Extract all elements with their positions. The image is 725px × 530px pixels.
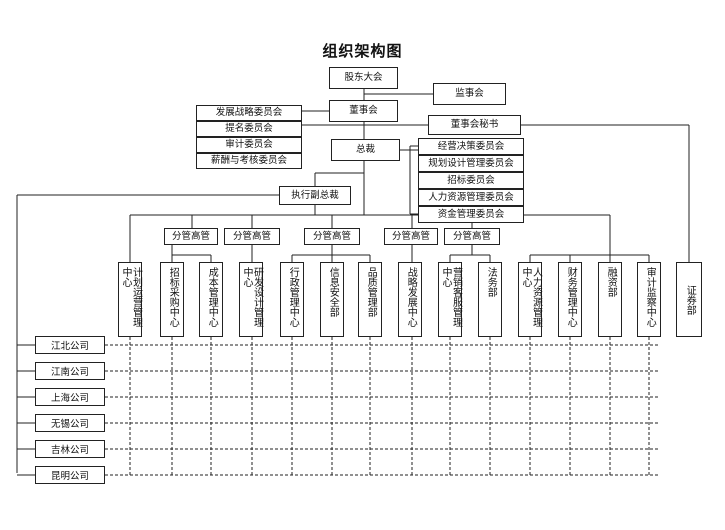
vp-group-box: 分管高管 bbox=[384, 228, 438, 245]
department-box: 品质管理部 bbox=[358, 262, 382, 337]
department-box: 人力资源管理中心 bbox=[518, 262, 542, 337]
subsidiary-box: 上海公司 bbox=[35, 388, 105, 406]
board-of-directors-box: 董事会 bbox=[329, 100, 398, 122]
vp-group-box: 分管高管 bbox=[444, 228, 500, 245]
chart-title: 组织架构图 bbox=[322, 42, 403, 60]
ceo-committee: 经营决策委员会 bbox=[418, 138, 524, 155]
ceo-committee: 资金管理委员会 bbox=[418, 206, 524, 223]
department-box: 审计监察中心 bbox=[637, 262, 661, 337]
board-secretary-box: 董事会秘书 bbox=[428, 115, 521, 135]
department-box: 计划运营管理中心 bbox=[118, 262, 142, 337]
securities-department-box: 证券部 bbox=[676, 262, 702, 337]
department-box: 财务管理中心 bbox=[558, 262, 582, 337]
subsidiary-box: 昆明公司 bbox=[35, 466, 105, 484]
subsidiary-box: 江北公司 bbox=[35, 336, 105, 354]
department-box: 战略发展中心 bbox=[398, 262, 422, 337]
board-committee: 审计委员会 bbox=[196, 137, 302, 153]
board-committee: 薪酬与考核委员会 bbox=[196, 153, 302, 169]
executive-vp-box: 执行副总裁 bbox=[279, 186, 351, 205]
department-box: 信息安全部 bbox=[320, 262, 344, 337]
department-box: 法务部 bbox=[478, 262, 502, 337]
vp-group-box: 分管高管 bbox=[304, 228, 360, 245]
ceo-box: 总裁 bbox=[331, 139, 400, 161]
board-committee: 发展战略委员会 bbox=[196, 105, 302, 121]
vp-group-box: 分管高管 bbox=[224, 228, 280, 245]
department-box: 融资部 bbox=[598, 262, 622, 337]
department-box: 成本管理中心 bbox=[199, 262, 223, 337]
ceo-committee: 人力资源管理委员会 bbox=[418, 189, 524, 206]
department-box: 研发设计管理中心 bbox=[239, 262, 263, 337]
shareholders-meeting-box: 股东大会 bbox=[329, 67, 398, 89]
supervisory-board-box: 监事会 bbox=[433, 83, 506, 105]
ceo-committee: 规划设计管理委员会 bbox=[418, 155, 524, 172]
subsidiary-box: 无锡公司 bbox=[35, 414, 105, 432]
subsidiary-box: 江南公司 bbox=[35, 362, 105, 380]
ceo-committee: 招标委员会 bbox=[418, 172, 524, 189]
department-box: 营销客服管理中心 bbox=[438, 262, 462, 337]
vp-group-box: 分管高管 bbox=[164, 228, 218, 245]
subsidiary-box: 吉林公司 bbox=[35, 440, 105, 458]
department-box: 行政管理中心 bbox=[280, 262, 304, 337]
department-box: 招标采购中心 bbox=[160, 262, 184, 337]
board-committee: 提名委员会 bbox=[196, 121, 302, 137]
